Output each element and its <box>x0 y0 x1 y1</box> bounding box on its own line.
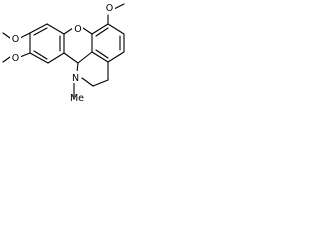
bond <box>107 23 125 35</box>
double-bond-inner <box>95 27 109 37</box>
bond <box>82 27 93 35</box>
bond <box>81 77 94 87</box>
bond-network <box>2 3 125 98</box>
bond <box>91 51 109 63</box>
atom-label-o: O <box>12 34 19 45</box>
double-bond-inner <box>33 27 48 36</box>
bond <box>19 32 31 39</box>
bond <box>63 27 74 35</box>
bond <box>47 52 65 64</box>
bond <box>113 3 125 10</box>
bond <box>19 52 31 58</box>
double-bond-inner <box>95 49 109 59</box>
atom-label-o: O <box>106 3 113 14</box>
bond <box>2 32 11 39</box>
bond <box>29 52 49 64</box>
bond <box>92 79 109 87</box>
bond <box>77 51 93 64</box>
bond <box>91 23 109 35</box>
atom-labels: O O O O N Me <box>10 1 115 103</box>
bond <box>63 52 79 64</box>
double-bond-inner <box>33 50 48 60</box>
atom-label-methyl: Me <box>70 93 84 103</box>
bond <box>2 56 11 63</box>
molecule-structure-diagram: O O O O N Me <box>2 1 125 103</box>
bond <box>29 23 48 34</box>
atom-label-n: N <box>72 73 79 84</box>
bond <box>46 23 65 35</box>
atom-label-o: O <box>12 53 19 64</box>
atom-label-o: O <box>74 24 81 35</box>
bond <box>107 51 125 63</box>
bond <box>76 62 79 73</box>
